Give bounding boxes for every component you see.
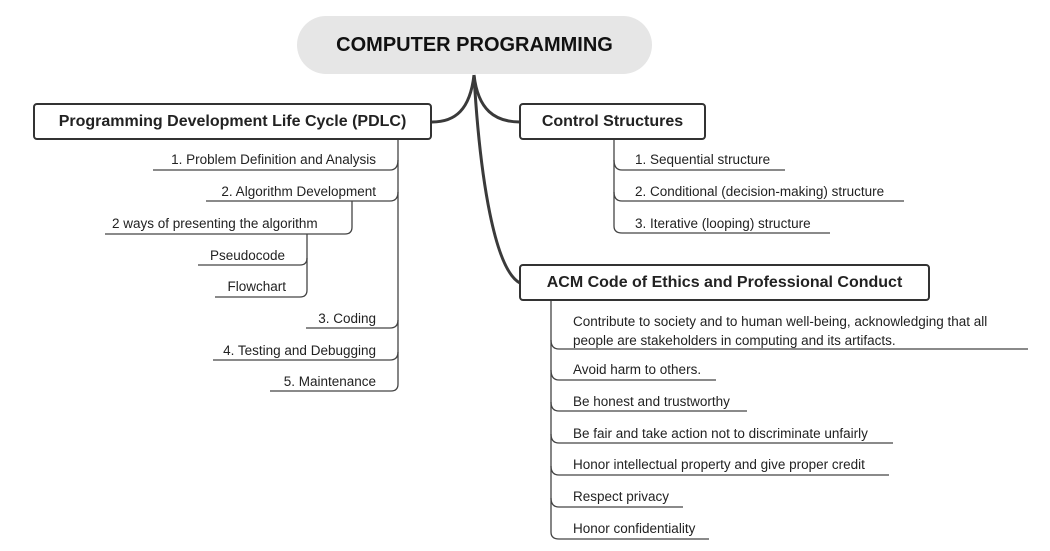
pdlc-item-algorithm-development[interactable]: 2. Algorithm Development — [221, 184, 376, 199]
root-topic[interactable]: COMPUTER PROGRAMMING — [297, 16, 652, 74]
acm-item-fair[interactable]: Be fair and take action not to discrimin… — [573, 426, 868, 441]
algorithm-presentation-ways[interactable]: 2 ways of presenting the algorithm — [112, 216, 318, 231]
topic-pdlc[interactable]: Programming Development Life Cycle (PDLC… — [33, 103, 432, 140]
acm-item-confidentiality[interactable]: Honor confidentiality — [573, 521, 696, 536]
acm-item-avoid-harm[interactable]: Avoid harm to others. — [573, 362, 702, 377]
control-item-sequential[interactable]: 1. Sequential structure — [635, 152, 771, 167]
topic-control-structures[interactable]: Control Structures — [519, 103, 706, 140]
acm-item-honest[interactable]: Be honest and trustworthy — [573, 394, 730, 409]
algorithm-item-flowchart[interactable]: Flowchart — [227, 279, 286, 294]
acm-item-contribute-society[interactable]: Contribute to society and to human well-… — [573, 314, 988, 348]
acm-item-intellectual-property[interactable]: Honor intellectual property and give pro… — [573, 457, 865, 472]
control-item-conditional[interactable]: 2. Conditional (decision-making) structu… — [635, 184, 885, 199]
pdlc-item-testing-debugging[interactable]: 4. Testing and Debugging — [223, 343, 376, 358]
pdlc-item-problem-definition[interactable]: 1. Problem Definition and Analysis — [171, 152, 376, 167]
acm-item-privacy[interactable]: Respect privacy — [573, 489, 670, 504]
topic-acm-ethics[interactable]: ACM Code of Ethics and Professional Cond… — [519, 264, 930, 301]
pdlc-item-coding[interactable]: 3. Coding — [318, 311, 376, 326]
pdlc-item-maintenance[interactable]: 5. Maintenance — [283, 374, 376, 389]
algorithm-item-pseudocode[interactable]: Pseudocode — [209, 248, 285, 263]
control-item-iterative[interactable]: 3. Iterative (looping) structure — [635, 216, 811, 231]
